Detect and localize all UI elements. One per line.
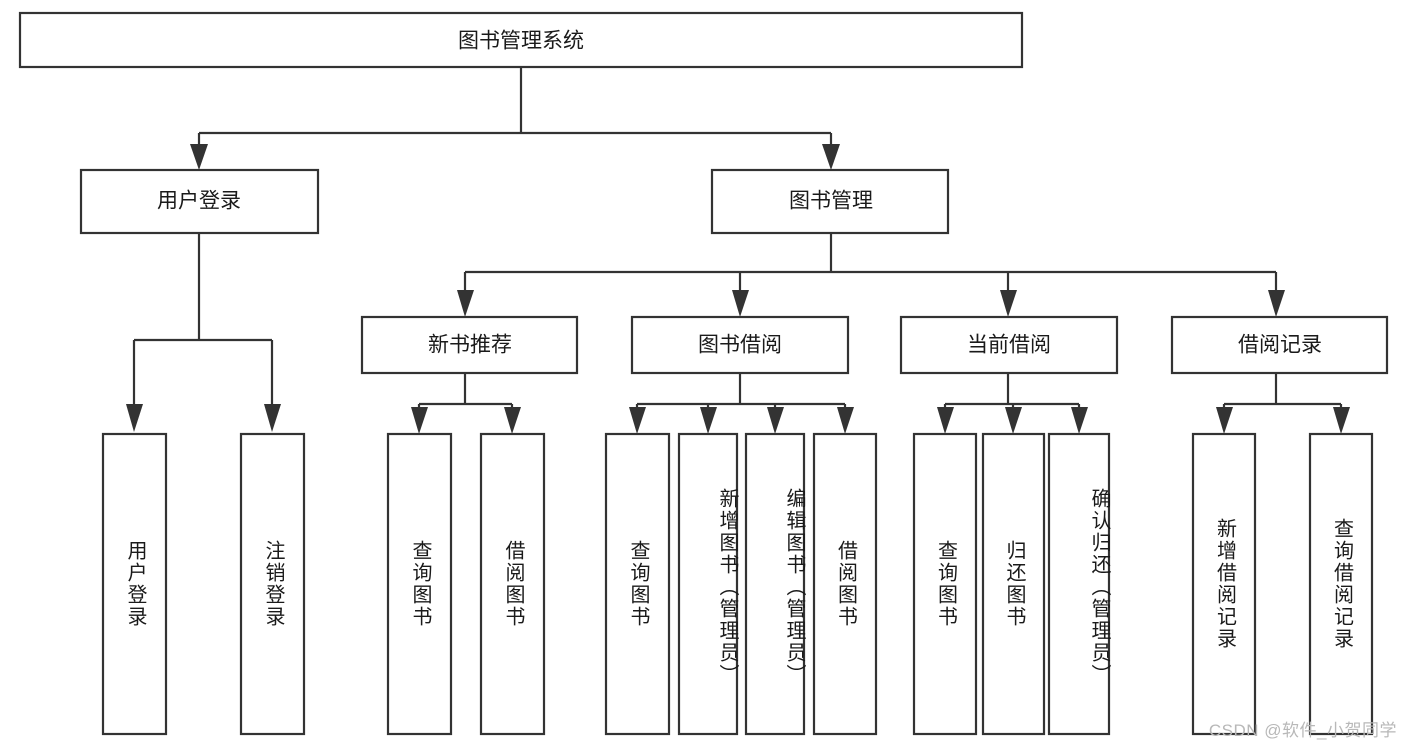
node-title-box[interactable] (18, 11, 1024, 69)
arrow-leaf-add-borrow-record (1216, 407, 1233, 434)
arrow-leaf-query-book-2 (629, 407, 646, 434)
arrow-leaf-query-book-1 (411, 407, 428, 434)
arrow-leaf-return-book (1005, 407, 1022, 434)
arrow-leaf-query-borrow-record (1333, 407, 1350, 434)
nodes-group: 图书管理系统 用户登录 图书管理 新书推荐 图书借阅 当前借阅 借阅记录 (18, 11, 1389, 736)
arrow-leaf-borrow-book-2 (837, 407, 854, 434)
node-new-book-recommend-label: 新书推荐 (428, 334, 512, 357)
arrow-to-book-manage (822, 144, 840, 170)
node-leaf-edit-book-admin-box[interactable] (744, 432, 806, 736)
edges-group (126, 67, 1350, 434)
arrow-to-borrow-record (1268, 290, 1285, 317)
node-borrow-record-label: 借阅记录 (1238, 334, 1322, 357)
node-leaf-add-borrow-record-box[interactable] (1191, 432, 1257, 736)
arrow-leaf-borrow-book-1 (504, 407, 521, 434)
node-leaf-query-book-2-box[interactable] (604, 432, 671, 736)
node-user-login-box[interactable] (79, 168, 320, 235)
node-new-book-recommend-box[interactable] (360, 315, 579, 375)
csdn-watermark: CSDN @软件_小贺同学 (1208, 721, 1397, 740)
node-current-borrow-box[interactable] (899, 315, 1119, 375)
node-borrow-record-box[interactable] (1170, 315, 1389, 375)
arrow-to-user-login (190, 144, 208, 170)
node-leaf-query-borrow-record-box[interactable] (1308, 432, 1374, 736)
node-leaf-borrow-book-1-box[interactable] (479, 432, 546, 736)
arrow-to-new-book-recommend (457, 290, 474, 317)
node-book-borrow-box[interactable] (630, 315, 850, 375)
arrow-leaf-confirm-return-admin (1071, 407, 1088, 434)
node-leaf-logout-login-box[interactable] (239, 432, 306, 736)
node-leaf-add-book-admin-box[interactable] (677, 432, 739, 736)
node-leaf-confirm-return-admin-box[interactable] (1047, 432, 1111, 736)
node-book-manage-label: 图书管理 (789, 190, 873, 213)
arrow-leaf-logout-login (264, 404, 281, 432)
node-leaf-query-book-1-box[interactable] (386, 432, 453, 736)
arrow-to-book-borrow (732, 290, 749, 317)
arrow-to-current-borrow (1000, 290, 1017, 317)
node-current-borrow-label: 当前借阅 (967, 334, 1051, 357)
arrow-leaf-user-login (126, 404, 143, 432)
node-leaf-return-book-box[interactable] (981, 432, 1046, 736)
node-leaf-query-book-3-box[interactable] (912, 432, 978, 736)
arrow-leaf-add-book-admin (700, 407, 717, 434)
node-book-borrow-label: 图书借阅 (698, 334, 782, 357)
node-title-label: 图书管理系统 (458, 30, 584, 53)
node-book-manage-box[interactable] (710, 168, 950, 235)
arrow-leaf-edit-book-admin (767, 407, 784, 434)
node-leaf-borrow-book-2-box[interactable] (812, 432, 878, 736)
node-user-login-label: 用户登录 (157, 190, 241, 213)
arrow-leaf-query-book-3 (937, 407, 954, 434)
node-leaf-user-login-box[interactable] (101, 432, 168, 736)
